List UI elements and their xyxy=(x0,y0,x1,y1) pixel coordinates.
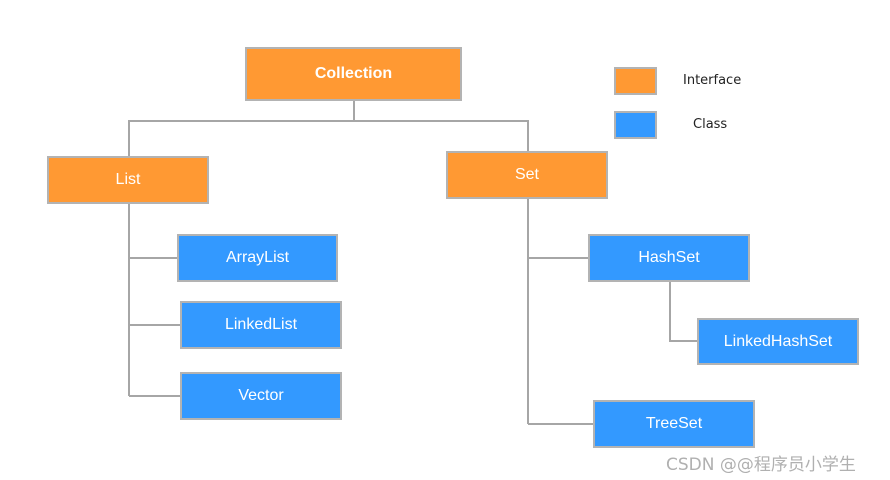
node-list: List xyxy=(47,156,209,204)
node-set-label: Set xyxy=(514,166,539,183)
node-linkedhashset-label: LinkedHashSet xyxy=(723,332,833,350)
legend-class-swatch xyxy=(614,111,657,139)
node-linkedlist-label: LinkedList xyxy=(224,316,298,333)
node-vector-label: Vector xyxy=(238,387,284,404)
legend-class-label: Class xyxy=(693,117,728,132)
legend-interface-label: Interface xyxy=(683,73,742,88)
node-hashset: HashSet xyxy=(588,234,750,282)
watermark: CSDN @@程序员小学生 xyxy=(666,455,856,475)
node-collection-label: Collection xyxy=(314,65,393,82)
node-hashset-label: HashSet xyxy=(638,249,700,266)
node-arraylist-label: ArrayList xyxy=(225,249,290,266)
legend-interface-swatch xyxy=(614,67,657,95)
node-set: Set xyxy=(446,151,608,199)
edge-collection-list xyxy=(128,101,355,156)
node-arraylist: ArrayList xyxy=(177,234,338,282)
node-linkedlist: LinkedList xyxy=(180,301,342,349)
node-collection: Collection xyxy=(245,47,462,101)
edge-collection-set xyxy=(354,120,529,151)
node-list-label: List xyxy=(115,171,141,188)
node-treeset: TreeSet xyxy=(593,400,755,448)
edge-hashset-linkedhashset xyxy=(669,282,697,342)
node-linkedhashset: LinkedHashSet xyxy=(697,318,859,365)
node-vector: Vector xyxy=(180,372,342,420)
node-treeset-label: TreeSet xyxy=(645,415,703,432)
